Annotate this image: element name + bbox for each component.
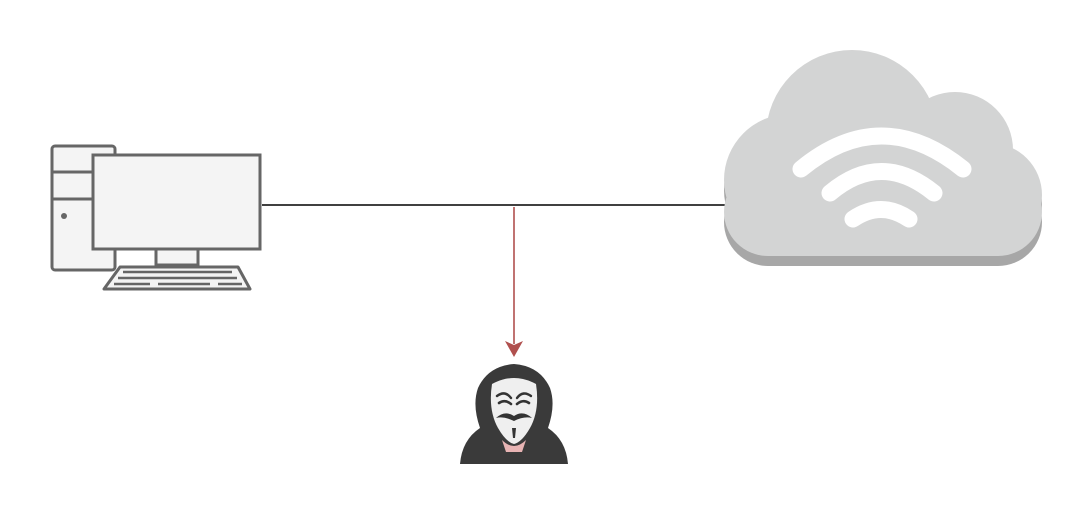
desktop-computer-icon	[50, 144, 262, 291]
interception-arrow	[505, 207, 523, 357]
wifi-icon	[792, 127, 972, 228]
wifi-cloud-icon	[724, 50, 1042, 266]
hooded-hacker-icon	[460, 364, 568, 464]
